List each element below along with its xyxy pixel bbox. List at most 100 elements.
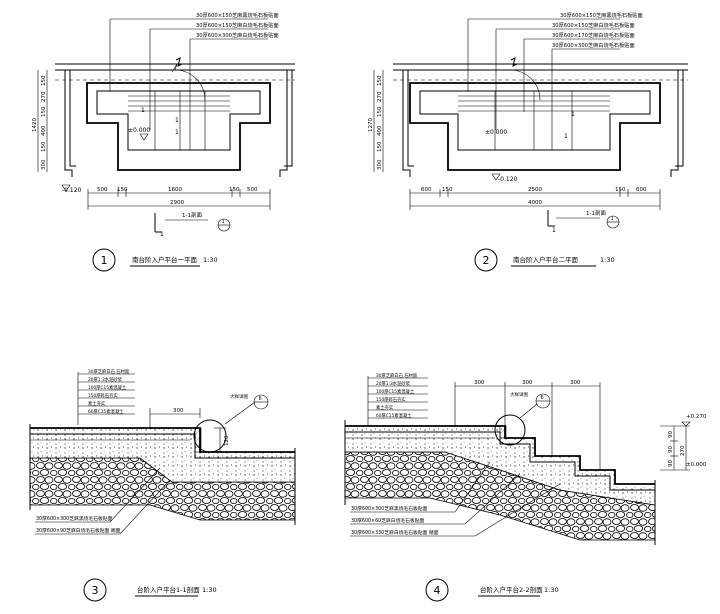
plan2-section-mark: 1-1剖面 1 1 <box>547 209 620 234</box>
plan2-stair-label-2: 1 <box>564 133 568 140</box>
section3-note-4: 150厚碎石夯实 <box>88 392 118 399</box>
plan1-dims-bottom: 500 150 1600 150 500 2900 <box>87 187 271 210</box>
plan-drawing-2: 30厚600×150芝麻黑烧毛石板贴面 30厚600×150芝麻白烧毛石板贴面 … <box>368 11 688 272</box>
section4-dims-top: 300 300 300 <box>454 380 601 470</box>
plan1-title: 南台阶入户平台一平面 <box>132 255 198 264</box>
section4-note-6: 60厚C15素混凝土 <box>376 412 412 419</box>
section3-callouts: 30厚600×300芝麻黑烧毛石板贴面 30厚600×90芝麻白烧毛石板贴面 踢… <box>35 467 171 535</box>
plan1-callout-3: 30厚600×300芝麻白烧毛石板贴面 <box>196 31 279 39</box>
plan1-section-ref: 1 <box>222 219 225 225</box>
plan2-section-label: 1-1剖面 <box>586 209 606 217</box>
plan2-dim-left-2: 150 <box>377 141 383 152</box>
section3-number: 3 <box>92 584 99 597</box>
plan2-dims-left: 300 150 400 150 270 150 1270 <box>368 70 384 172</box>
section3-callout-1: 30厚600×300芝麻黑烧毛石板贴面 <box>36 515 113 522</box>
plan1-callout-2: 30厚600×150芝麻白烧毛石板贴面 <box>196 21 279 29</box>
plan2-title-block: 2 南台阶入户平台二平面 1:30 <box>474 248 615 272</box>
plan2-stair-label-1: 1 <box>571 111 575 118</box>
plan2-dim-left-total: 1270 <box>368 118 374 132</box>
section3-title: 台阶入户平台1-1剖面 <box>137 585 200 594</box>
section3-layer-notes: 30厚芝麻白石 石材面 20厚1:3水泥砂浆 100厚C15素混凝土 150厚碎… <box>77 368 135 425</box>
plan1-callout-1: 30厚600×150芝麻黑烧毛石板贴面 <box>196 11 279 19</box>
plan2-section-ref: 1 <box>611 216 614 222</box>
section4-callout-2: 30厚600×60芝麻白烧毛石板贴面 <box>351 517 425 524</box>
plan1-dim-left-total: 1420 <box>32 118 38 132</box>
plan1-dim-bottom-5: 500 <box>247 187 258 193</box>
plan2-dim-left-4: 150 <box>377 106 383 117</box>
section4-detail-label: 大样详图 <box>510 391 528 398</box>
section4-number: 4 <box>434 584 441 597</box>
plan2-dim-left-3: 400 <box>377 125 383 136</box>
plan1-stair-label-3: 1 <box>175 129 179 136</box>
plan1-title-block: 1 南台阶入户平台一平面 1:30 <box>92 248 218 272</box>
section3-dim-right: 120 <box>224 435 230 446</box>
section4-dim-right-2: 90 <box>668 446 674 453</box>
section3-body <box>29 424 296 525</box>
plan2-callout-2: 30厚600×150芝麻白烧毛石板贴面 <box>552 21 635 29</box>
section3-callout-2: 30厚600×90芝麻白烧毛石板贴面 踢面 <box>36 527 121 534</box>
section4-title-block: 4 台阶入户平台2-2剖面 1:30 <box>425 578 559 602</box>
section3-note-6: 60厚C15素混凝土 <box>88 408 124 415</box>
section4-dims-right: 90 90 90 270 +0.270 ±0.000 <box>660 414 707 471</box>
plan1-stair-label-1: 1 <box>141 107 145 114</box>
plan1-dim-left-3: 400 <box>41 125 47 136</box>
plan1-section-mark: 1-1剖面 1 1 <box>154 211 231 238</box>
plan2-dim-bottom-3: 2500 <box>528 187 542 193</box>
plan2-title: 南台阶入户平台二平面 <box>513 255 579 264</box>
plan1-dim-left-5: 270 <box>41 91 47 102</box>
plan1-callouts: 30厚600×150芝麻黑烧毛石板贴面 30厚600×150芝麻白烧毛石板贴面 … <box>109 11 279 150</box>
section3-detail-label: 大样详图 <box>230 393 248 400</box>
plan1-dim-left-2: 150 <box>41 141 47 152</box>
section3-detail-ref: 6 大样详图 <box>193 393 269 453</box>
section3-title-block: 3 台阶入户平台1-1剖面 1:30 <box>83 578 217 602</box>
section4-scale: 1:30 <box>544 586 559 594</box>
section4-callout-3: 30厚600×330芝麻白烧毛石板贴面 踏面 <box>351 529 439 536</box>
section4-dim-top-1: 300 <box>474 380 485 386</box>
plan1-dim-left-6: 150 <box>41 75 47 86</box>
plan2-callout-3: 30厚600×170芝麻白烧毛石板贴面 <box>552 31 635 39</box>
plan1-level-outer: -0.120 <box>62 187 82 194</box>
section3-scale: 1:30 <box>202 586 217 594</box>
plan2-level-outer: -0.120 <box>498 176 518 183</box>
plan1-dim-bottom-1: 500 <box>97 187 108 193</box>
plan2-callouts: 30厚600×150芝麻黑烧毛石板贴面 30厚600×150芝麻白烧毛石板贴面 … <box>467 11 643 150</box>
section4-dim-right-3: 90 <box>668 460 674 467</box>
plan2-callout-4: 30厚600×300芝麻白烧毛石板贴面 <box>552 41 635 49</box>
section3-note-2: 20厚1:3水泥砂浆 <box>88 376 123 383</box>
section4-note-2: 20厚1:3水泥砂浆 <box>376 380 411 387</box>
section4-body <box>344 420 656 545</box>
section4-detail-number: 6 <box>541 395 544 401</box>
plan1-dim-bottom-4: 150 <box>229 187 240 193</box>
plan1-dims-left: 300 150 400 150 270 150 1420 <box>32 70 48 172</box>
section4-layer-notes: 30厚芝麻白石 石材面 20厚1:3水泥砂浆 100厚C15素混凝土 150厚碎… <box>367 372 428 428</box>
plan2-dims-bottom: 600 150 2500 150 600 4000 <box>409 187 661 210</box>
plan2-platform <box>409 57 661 171</box>
section4-dim-top-3: 300 <box>570 380 581 386</box>
plan2-number: 2 <box>483 254 490 267</box>
section4-callouts: 30厚600×300芝麻黑烧毛石板贴面 30厚600×60芝麻白烧毛石板贴面 3… <box>350 461 561 537</box>
plan2-dim-total: 4000 <box>528 200 542 206</box>
plan1-dim-bottom-3: 1600 <box>168 187 182 193</box>
section4-dim-top-2: 300 <box>522 380 533 386</box>
plan2-dim-bottom-2: 150 <box>442 187 453 193</box>
plan2-dim-left-5: 270 <box>377 91 383 102</box>
section4-title: 台阶入户平台2-2剖面 <box>480 585 543 594</box>
section-drawing-4: 30厚芝麻白石 石材面 20厚1:3水泥砂浆 100厚C15素混凝土 150厚碎… <box>344 372 707 602</box>
plan1-dim-bottom-2: 150 <box>117 187 128 193</box>
plan1-dim-total: 2900 <box>170 200 184 206</box>
plan2-dim-left-1: 300 <box>377 159 383 170</box>
section4-note-1: 30厚芝麻白石 石材面 <box>376 372 418 379</box>
plan1-number: 1 <box>101 254 108 267</box>
section4-note-4: 150厚碎石夯实 <box>376 396 406 403</box>
section4-level-top: +0.270 <box>686 414 707 420</box>
section3-note-3: 100厚C15素混凝土 <box>88 384 127 391</box>
plan2-walls <box>393 63 688 177</box>
section3-note-1: 30厚芝麻白石 石材面 <box>88 368 130 375</box>
section4-dim-right-1: 90 <box>668 431 674 438</box>
section4-dim-right-total: 270 <box>680 445 686 456</box>
section4-note-5: 素土夯实 <box>376 404 394 411</box>
section3-dims: 300 120 <box>149 408 230 453</box>
section4-note-3: 100厚C15素混凝土 <box>376 388 415 395</box>
section3-note-5: 素土夯实 <box>88 400 106 407</box>
plan2-level-inner: ±0.000 <box>485 129 507 136</box>
